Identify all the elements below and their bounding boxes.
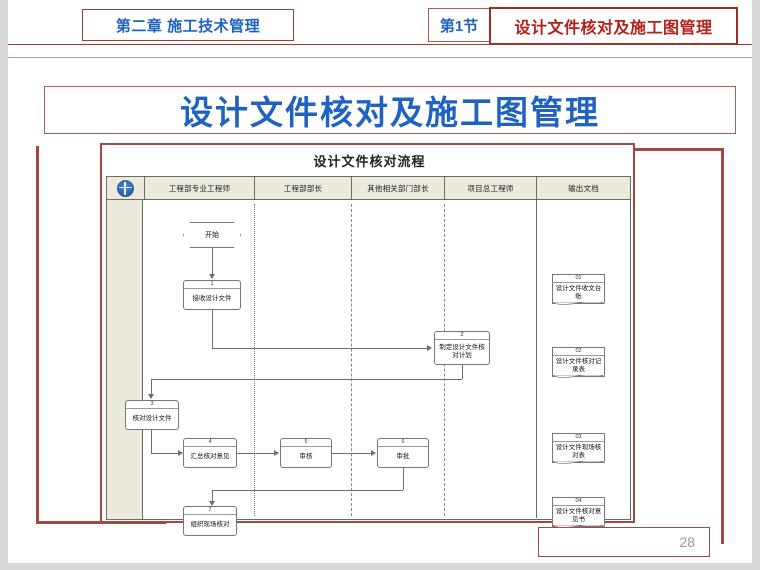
flow-node-start-label: 开始	[205, 232, 219, 239]
lane-divider-2	[351, 204, 352, 516]
arrowhead-n4-n5	[274, 449, 279, 456]
flow-node-start: 开始	[183, 222, 241, 248]
connector-n1-n2-h	[212, 348, 430, 349]
flow-node-3-label: 核对设计文件	[132, 415, 172, 422]
page-edge-right	[752, 0, 760, 570]
flow-node-4: 4 汇总核对意见	[183, 438, 237, 468]
connector-n3-n4-h	[151, 453, 181, 454]
company-logo-cell	[107, 177, 145, 199]
flow-node-5-number: 5	[281, 439, 331, 447]
flow-node-4-label: 汇总核对意见	[190, 453, 230, 460]
chapter-label: 第二章 施工技术管理	[115, 17, 261, 35]
flowchart-title: 设计文件核对流程	[313, 154, 426, 169]
column-header-3: 项目总工程师	[445, 177, 537, 199]
flow-node-1-number: 1	[184, 281, 240, 289]
output-document-2-number: 02	[553, 348, 604, 356]
page-number: 28	[679, 534, 695, 550]
column-header-1: 工程部部长	[255, 177, 352, 199]
flow-node-2-label: 制定设计文件核对计划	[439, 344, 485, 359]
document-wave-icon	[552, 375, 605, 378]
connector-start-n1	[212, 248, 213, 278]
flowchart-body: 开始 1 接收设计文件 2 制定设计文件核对计划	[106, 200, 631, 536]
decor-bracket-right-vertical	[721, 148, 724, 544]
arrowhead-n2-n3	[147, 394, 154, 399]
connector-n4-n5	[237, 453, 277, 454]
output-document-2-label: 设计文件核对记录表	[555, 358, 602, 373]
section-number-badge: 第1节	[428, 8, 490, 42]
company-globe-logo-icon	[117, 179, 134, 197]
decor-bracket-right-horizontal	[604, 148, 724, 151]
output-document-4-number: 04	[553, 498, 604, 506]
flow-node-2-number: 2	[435, 332, 489, 340]
lane-divider-1	[254, 204, 255, 516]
document-wave-icon	[552, 302, 605, 305]
connector-n2-n3-v2	[151, 379, 152, 397]
flowchart-column-header-row: 工程部专业工程师 工程部部长 其他相关部门部长 项目总工程师 输出文档	[106, 176, 631, 200]
output-document-3-label: 设计文件现场核对表	[555, 444, 602, 459]
connector-n2-n3-v1	[462, 365, 463, 379]
flowchart-card: 设计文件核对流程 工程部专业工程师 工程部部长 其他相关部门部长 项目总工程师 …	[100, 143, 635, 536]
arrowhead-n3-n4	[178, 449, 183, 456]
page-title-box: 设计文件核对及施工图管理	[44, 86, 736, 134]
flow-node-6: 6 审批	[377, 438, 429, 468]
flow-node-3-number: 3	[126, 401, 178, 409]
page-edge-left	[0, 0, 8, 570]
document-wave-icon	[552, 461, 605, 464]
arrowhead-n5-n6	[371, 449, 376, 456]
output-document-3-number: 03	[553, 434, 604, 442]
column-header-0: 工程部专业工程师	[145, 177, 255, 199]
section-number-label: 第1节	[439, 17, 479, 35]
lane-left-strip	[107, 200, 143, 519]
output-document-4-label: 设计文件核对意见书	[555, 508, 602, 523]
output-document-1-number: 01	[553, 275, 604, 283]
flow-node-3: 3 核对设计文件	[125, 400, 179, 430]
output-document-3: 03 设计文件现场核对表	[552, 433, 605, 464]
page-edge-bottom	[0, 563, 760, 570]
flow-node-6-number: 6	[378, 439, 428, 447]
flow-node-6-label: 审批	[396, 453, 410, 460]
chapter-tab: 第二章 施工技术管理	[82, 9, 294, 41]
connector-n5-n6	[332, 453, 374, 454]
arrowhead-n6-n7	[208, 501, 215, 506]
flowchart-table: 工程部专业工程师 工程部部长 其他相关部门部长 项目总工程师 输出文档 开始	[106, 176, 631, 536]
arrowhead-start-n1	[208, 274, 215, 279]
output-document-2: 02 设计文件核对记录表	[552, 347, 605, 378]
section-title-label: 设计文件核对及施工图管理	[514, 20, 713, 37]
connector-n6-n7-v1	[403, 468, 404, 490]
connector-n1-n2-v	[212, 310, 213, 348]
connector-n6-n7-v2	[212, 490, 213, 504]
column-header-2: 其他相关部门部长	[352, 177, 445, 199]
decor-bracket-left-vertical	[36, 146, 39, 524]
flow-node-5: 5 审核	[280, 438, 332, 468]
output-document-1: 01 设计文件收文台账	[552, 274, 605, 305]
connector-n2-n3-h	[151, 379, 462, 380]
flow-node-1-label: 接收设计文件	[192, 295, 232, 302]
page-title: 设计文件核对及施工图管理	[180, 94, 600, 131]
output-document-4: 04 设计文件核对意见书	[552, 497, 605, 528]
flow-node-7: 7 组织现场核对	[183, 506, 237, 536]
output-document-1-label: 设计文件收文台账	[555, 285, 602, 300]
header-divider-rule	[8, 44, 752, 58]
flow-node-5-label: 审核	[299, 453, 313, 460]
arrowhead-n1-n2	[427, 344, 432, 351]
connector-n6-n7-h	[212, 490, 403, 491]
flow-node-4-number: 4	[184, 439, 236, 447]
section-title-box: 设计文件核对及施工图管理	[489, 7, 738, 45]
flow-node-7-label: 组织现场核对	[190, 521, 230, 528]
page-number-box: 28	[538, 527, 710, 557]
lane-divider-4	[536, 200, 537, 518]
flow-node-2: 2 制定设计文件核对计划	[434, 331, 490, 365]
flow-node-1: 1 接收设计文件	[183, 280, 241, 310]
column-header-4: 输出文档	[568, 183, 599, 193]
flow-node-7-number: 7	[184, 507, 236, 515]
connector-n3-n4-v	[151, 430, 152, 453]
